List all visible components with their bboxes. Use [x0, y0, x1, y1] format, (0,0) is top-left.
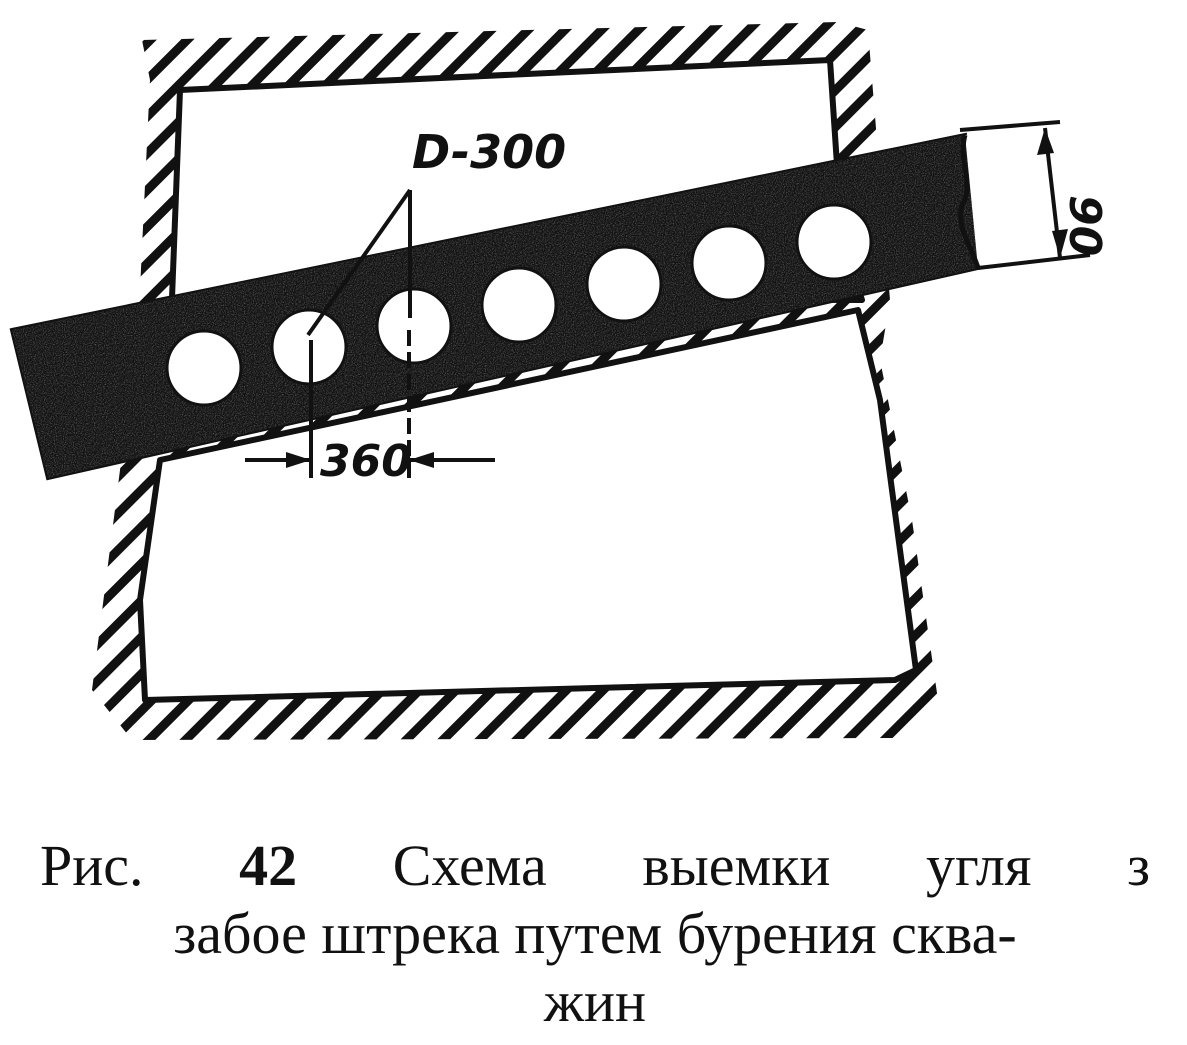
lower-block	[137, 307, 919, 703]
drill-hole	[585, 245, 663, 323]
thickness-label: 90	[1059, 195, 1110, 256]
drill-holes	[165, 203, 873, 407]
caption-line-1: Рис. 42 Схема выемки угля з	[40, 832, 1150, 900]
drill-hole	[690, 224, 768, 302]
caption-line-3: жин	[543, 969, 647, 1034]
thickness-arrowhead-bottom	[1052, 229, 1068, 258]
spacing-arrowhead-right	[409, 452, 434, 468]
spacing-annotation: 360	[245, 330, 495, 487]
thickness-arrowhead-top	[1037, 128, 1054, 155]
spacing-arrowhead-left	[286, 452, 311, 468]
diameter-annotation: D-300	[306, 125, 566, 337]
figure-caption: Рис. 42 Схема выемки угля з забое штрека…	[40, 832, 1150, 1036]
caption-line-2: забое штрека путем бурения сква-	[173, 901, 1017, 966]
diameter-leader-left	[306, 188, 412, 337]
thickness-extension-top	[959, 120, 1061, 132]
caption-line-1-text: Схема выемки угля з	[392, 833, 1151, 898]
diameter-label: D-300	[412, 125, 566, 179]
spacing-label: 360	[320, 436, 412, 487]
drift-face-drilling-diagram: D-300 360 90	[9, 22, 1110, 740]
thickness-extension-bottom	[977, 253, 1091, 270]
drill-hole	[480, 266, 558, 344]
drill-hole	[375, 287, 453, 365]
thickness-annotation: 90	[959, 120, 1110, 270]
seam-end-edge	[958, 134, 981, 269]
figure-label: Рис.	[40, 833, 144, 898]
drill-hole	[795, 203, 873, 281]
figure-number: 42	[239, 833, 298, 898]
drill-hole	[165, 329, 243, 407]
